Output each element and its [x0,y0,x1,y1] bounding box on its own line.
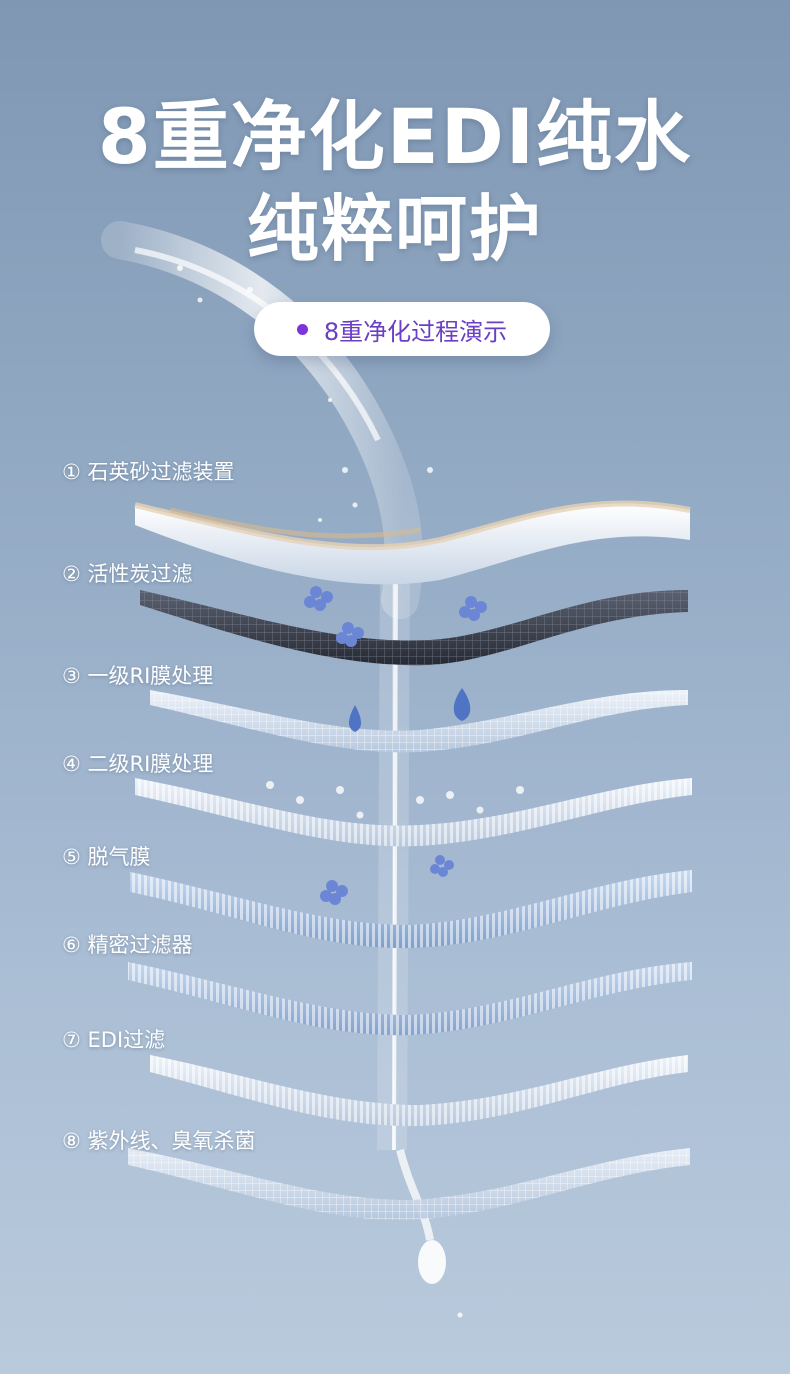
stage-label-4: ④ 二级RI膜处理 [62,752,214,776]
stage-label-7: ⑦ EDI过滤 [62,1028,166,1052]
stage-label-2: ② 活性炭过滤 [62,562,193,586]
stage-label-8: ⑧ 紫外线、臭氧杀菌 [62,1129,256,1153]
stage-label-5: ⑤ 脱气膜 [62,845,151,869]
badge-text: 8重净化过程演示 [323,317,508,346]
headline-line-2: 纯粹呵护 [246,187,543,271]
process-demo-badge: 8重净化过程演示 [254,302,550,356]
stage-label-6: ⑥ 精密过滤器 [62,933,193,957]
headline-line-1: 8重净化EDI纯水 [97,92,693,181]
stage-label-3: ③ 一级RI膜处理 [62,664,214,688]
bullet-dot-icon [296,323,308,335]
stage-label-1: ① 石英砂过滤装置 [62,460,235,484]
